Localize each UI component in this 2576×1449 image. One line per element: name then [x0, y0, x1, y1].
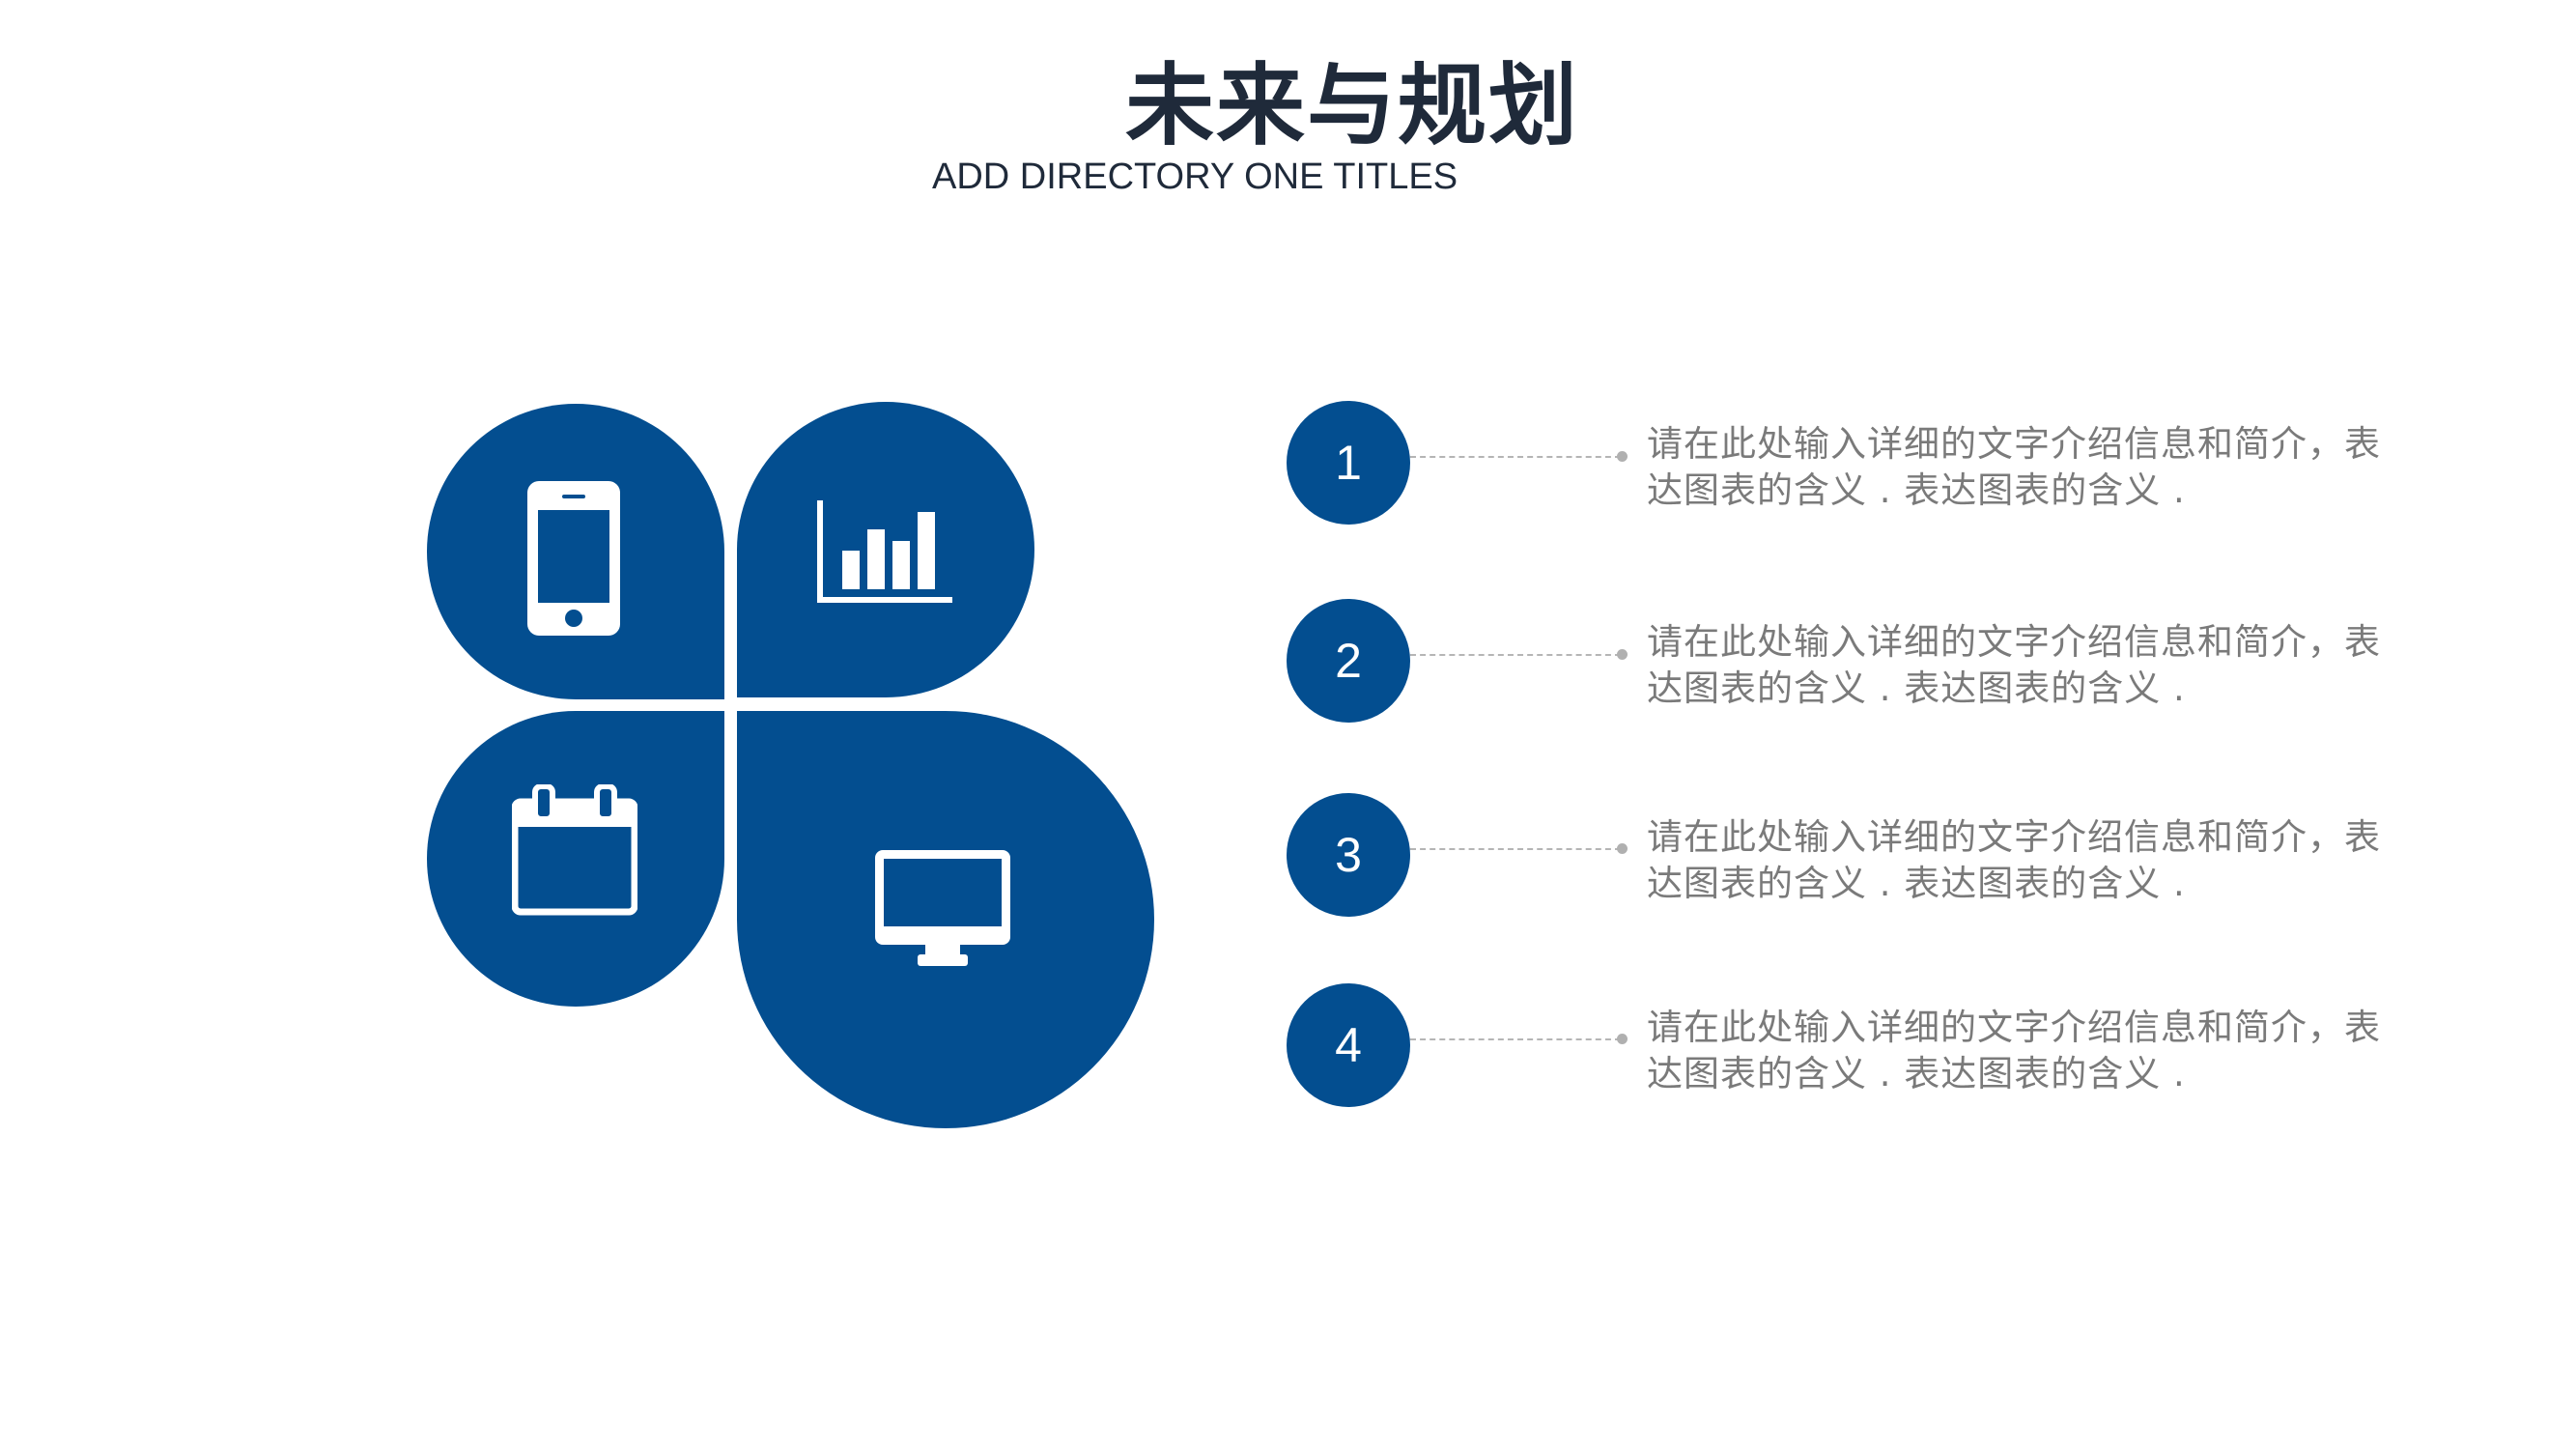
list-item-line: 请在此处输入详细的文字介绍信息和简介，表 — [1647, 621, 2381, 663]
list-item-line: 达图表的含义 . 表达图表的含义 . — [1647, 469, 2186, 511]
list-item-text-3: 请在此处输入详细的文字介绍信息和简介，表 达图表的含义 . 表达图表的含义 . — [1647, 814, 2420, 907]
list-item-text-1: 请在此处输入详细的文字介绍信息和简介，表 达图表的含义 . 表达图表的含义 . — [1647, 421, 2420, 514]
list-item-text-4: 请在此处输入详细的文字介绍信息和简介，表 达图表的含义 . 表达图表的含义 . — [1647, 1005, 2420, 1097]
number-badge-1: 1 — [1287, 401, 1410, 525]
list-item-line: 达图表的含义 . 表达图表的含义 . — [1647, 863, 2186, 904]
list-item-line: 请在此处输入详细的文字介绍信息和简介，表 — [1647, 816, 2381, 858]
number-badge-3: 3 — [1287, 793, 1410, 917]
connector-line-1 — [1410, 456, 1621, 458]
number-badge-4: 4 — [1287, 983, 1410, 1107]
petal-top-right — [737, 402, 1034, 697]
monitor-icon — [875, 850, 1010, 966]
connector-line-3 — [1410, 848, 1621, 850]
connector-dot-1 — [1617, 451, 1628, 462]
list-item-line: 请在此处输入详细的文字介绍信息和简介，表 — [1647, 1007, 2381, 1048]
list-item-text-2: 请在此处输入详细的文字介绍信息和简介，表 达图表的含义 . 表达图表的含义 . — [1647, 619, 2420, 712]
list-item-line: 达图表的含义 . 表达图表的含义 . — [1647, 1053, 2186, 1094]
connector-line-4 — [1410, 1038, 1621, 1040]
list-item-line: 请在此处输入详细的文字介绍信息和简介，表 — [1647, 423, 2381, 465]
connector-dot-2 — [1617, 649, 1628, 660]
smartphone-icon — [527, 481, 620, 636]
bar-chart-icon — [817, 500, 952, 603]
calendar-icon — [512, 784, 637, 916]
connector-line-2 — [1410, 654, 1621, 656]
connector-dot-4 — [1617, 1034, 1628, 1044]
number-badge-2: 2 — [1287, 599, 1410, 723]
connector-dot-3 — [1617, 843, 1628, 854]
petal-bottom-left — [427, 711, 724, 1007]
page-subtitle: ADD DIRECTORY ONE TITLES — [932, 156, 1458, 197]
page-title: 未来与规划 — [1124, 54, 1579, 157]
list-item-line: 达图表的含义 . 表达图表的含义 . — [1647, 668, 2186, 709]
